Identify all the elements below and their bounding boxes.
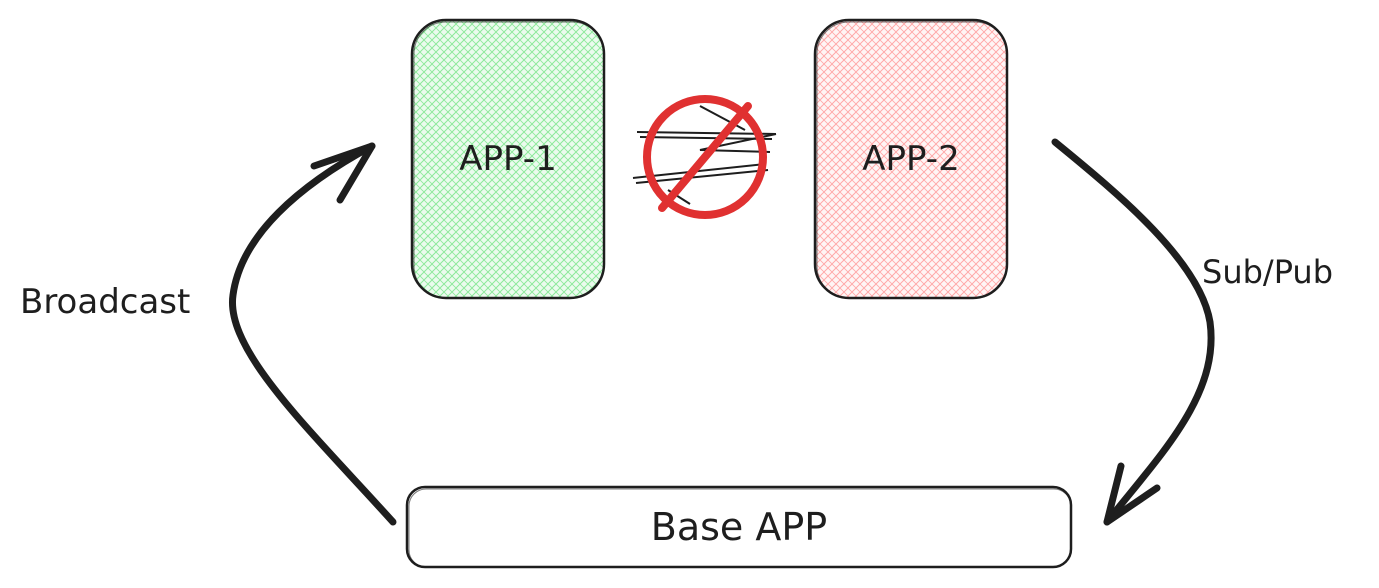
broadcast-arrow	[229, 142, 397, 526]
scribble-lines	[632, 105, 777, 205]
base-app-label: Base APP	[651, 505, 827, 549]
app-2-node[interactable]: APP-2	[813, 18, 1009, 300]
app-1-node[interactable]: APP-1	[410, 18, 606, 300]
base-app-node[interactable]: Base APP	[405, 485, 1073, 569]
prohibited-icon	[643, 95, 767, 219]
subpub-label: Sub/Pub	[1202, 253, 1333, 291]
blocked-connection	[632, 95, 777, 219]
broadcast-label: Broadcast	[20, 282, 190, 322]
app-1-label: APP-1	[459, 139, 556, 179]
subpub-arrow	[1051, 138, 1215, 526]
app-2-label: APP-2	[862, 139, 959, 179]
